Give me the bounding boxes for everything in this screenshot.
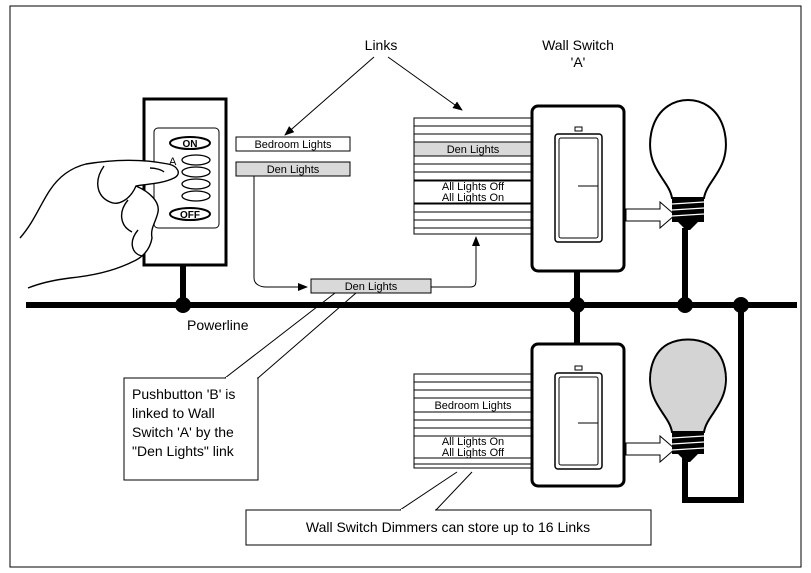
link-entry: All Lights On xyxy=(442,192,504,204)
wiring xyxy=(26,228,797,503)
callout-line: "Den Lights" link xyxy=(132,443,235,459)
keypad-button-a[interactable] xyxy=(181,154,211,166)
button-a-letter: A xyxy=(169,156,177,168)
on-button-label: ON xyxy=(183,139,198,150)
wall-switch-title: Wall Switch xyxy=(542,37,614,53)
callout-leader xyxy=(257,292,357,379)
light-bulb-off-icon xyxy=(649,338,727,462)
powerline-label: Powerline xyxy=(187,317,249,333)
link-entry: All Lights On xyxy=(442,436,504,448)
keypad-link-label: Den Lights xyxy=(267,164,320,176)
keypad-button-b[interactable] xyxy=(181,166,211,178)
switch-b-output-arrow xyxy=(625,434,676,464)
den-link-flow-arrow xyxy=(253,176,308,291)
powerline-link-label: Den Lights xyxy=(345,281,398,293)
link-entry: All Lights Off xyxy=(442,181,505,193)
off-button[interactable] xyxy=(169,207,211,221)
switch-a-link-table: Den Lights All Lights Off All Lights On xyxy=(413,117,533,235)
callout-line: linked to Wall xyxy=(132,405,215,421)
dimmer-paddle[interactable] xyxy=(558,376,599,466)
switch-led xyxy=(574,126,583,132)
junction-keypad xyxy=(175,297,191,313)
junction-switches xyxy=(569,297,585,313)
junction-bulb-a xyxy=(677,297,693,313)
callout-line: Switch 'A' by the xyxy=(132,424,234,440)
links-arrow-keypad xyxy=(284,56,375,136)
keypad-controller: ON A OFF xyxy=(142,97,228,267)
dimmer-paddle[interactable] xyxy=(558,137,599,239)
powerline-link-box xyxy=(310,278,432,294)
link-entry: All Lights Off xyxy=(442,447,505,459)
link-table-frame xyxy=(413,117,533,235)
links-label: Links xyxy=(365,37,398,53)
junction-return xyxy=(733,297,749,313)
light-bulb-on-icon xyxy=(649,99,727,230)
callout-bottom: Wall Switch Dimmers can store up to 16 L… xyxy=(245,471,652,546)
callout-leader xyxy=(435,471,473,511)
keypad-link-label: Bedroom Lights xyxy=(254,139,332,151)
callout-leader xyxy=(399,471,458,511)
wall-switch-b xyxy=(530,342,626,488)
keypad-button-c[interactable] xyxy=(181,178,211,190)
on-button[interactable] xyxy=(169,136,211,150)
switch-b-link-table: Bedroom Lights All Lights On All Lights … xyxy=(413,373,533,469)
callout-line: Pushbutton 'B' is xyxy=(132,386,235,402)
keypad-link-box xyxy=(235,161,351,177)
hand-pointing-icon xyxy=(19,159,179,289)
callout-pushbutton-b: Pushbutton 'B' is linked to Wall Switch … xyxy=(123,292,357,481)
callout-box xyxy=(245,509,652,546)
link-entry: Bedroom Lights xyxy=(434,400,512,412)
wall-switch-letter: 'A' xyxy=(571,54,586,70)
callout-leader xyxy=(224,292,336,379)
den-link-to-switch-arrow xyxy=(431,236,480,288)
switch-a-output-arrow xyxy=(625,200,676,230)
keypad-links: Bedroom Lights Den Lights xyxy=(235,136,351,177)
callout-box xyxy=(123,377,259,481)
callout-text: Wall Switch Dimmers can store up to 16 L… xyxy=(306,519,590,535)
keypad-link-box xyxy=(235,136,351,152)
keypad-button-d[interactable] xyxy=(181,190,211,202)
wall-switch-a xyxy=(530,104,626,273)
off-button-label: OFF xyxy=(180,210,200,221)
switch-led xyxy=(574,365,583,371)
link-entry: Den Lights xyxy=(447,144,500,156)
links-arrow-switch xyxy=(387,56,463,111)
